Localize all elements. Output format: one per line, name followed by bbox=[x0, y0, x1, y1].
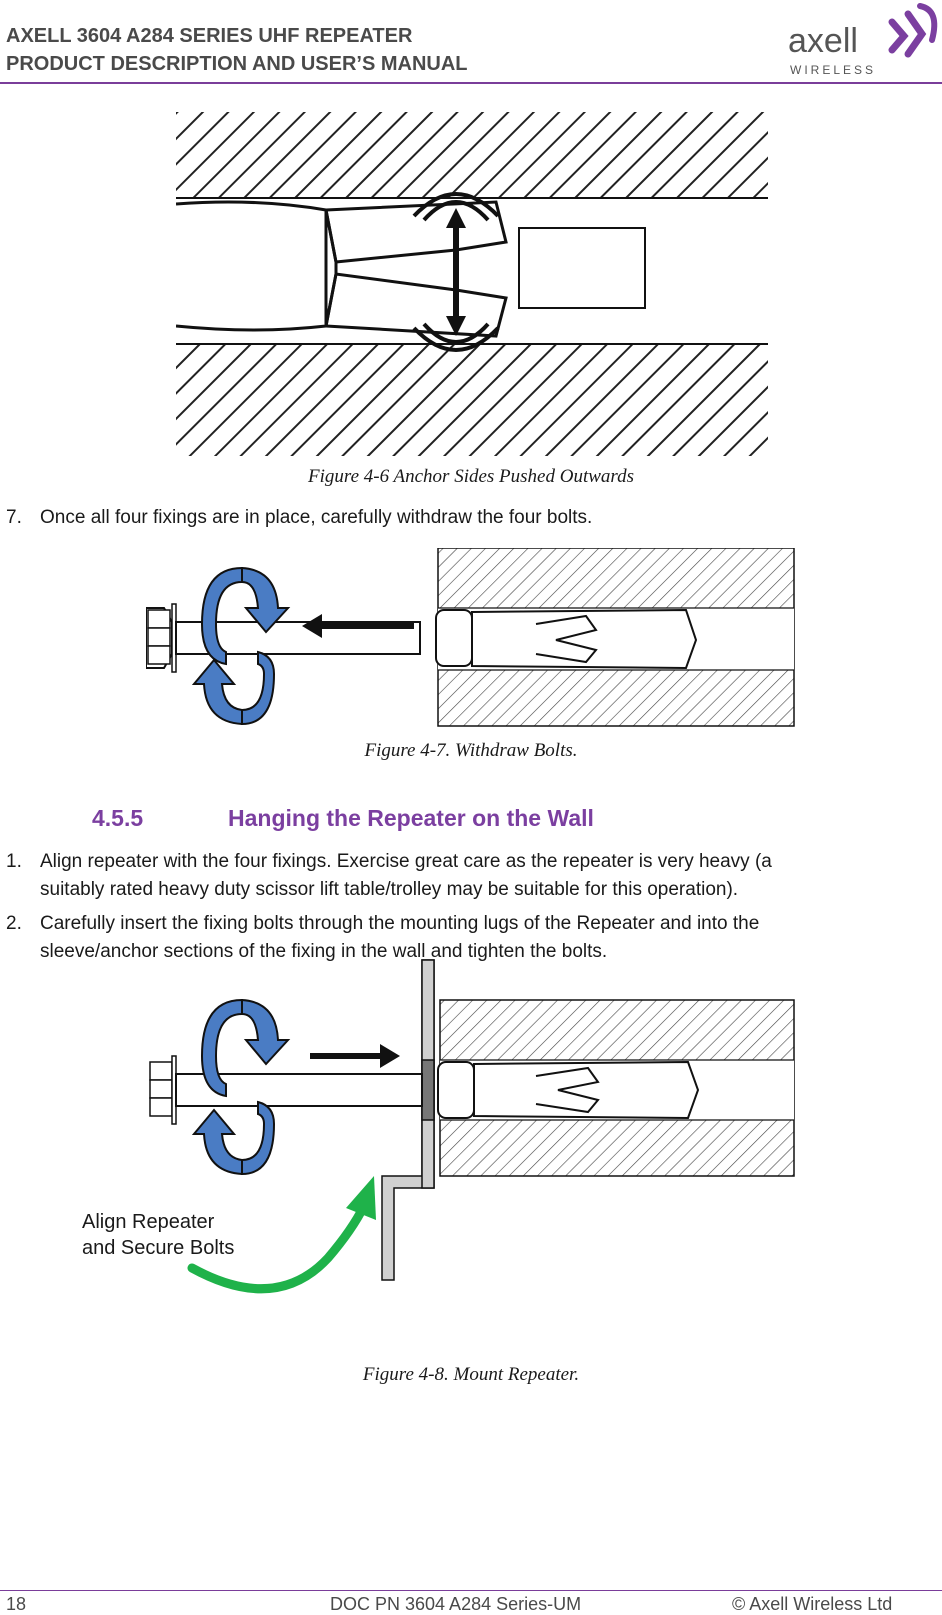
footer-copyright: © Axell Wireless Ltd bbox=[732, 1594, 893, 1614]
figure-4-8-caption: Figure 4-8. Mount Repeater. bbox=[362, 1364, 580, 1385]
figure-4-7-withdraw-bolts bbox=[146, 548, 795, 727]
header-title: AXELL 3604 A284 SERIES UHF REPEATER PROD… bbox=[6, 22, 468, 78]
step-number: 2. bbox=[6, 913, 22, 934]
figure-4-8-mount-repeater: Align Repeater and Secure Bolts bbox=[82, 959, 795, 1294]
header-line-2: PRODUCT DESCRIPTION AND USER’S MANUAL bbox=[6, 53, 468, 75]
figure-4-7-caption: Figure 4-7. Withdraw Bolts. bbox=[364, 740, 578, 761]
step-text-line-2: sleeve/anchor sections of the fixing in … bbox=[40, 941, 608, 962]
step-text: Once all four fixings are in place, care… bbox=[40, 507, 593, 528]
footer-divider bbox=[0, 1590, 942, 1591]
step-1: 1. Align repeater with the four fixings.… bbox=[6, 848, 936, 904]
section-title: Hanging the Repeater on the Wall bbox=[228, 805, 594, 831]
step-7: 7. Once all four fixings are in place, c… bbox=[6, 504, 926, 532]
step-number: 7. bbox=[6, 507, 22, 528]
step-text-line-2: suitably rated heavy duty scissor lift t… bbox=[40, 879, 739, 900]
figure-4-6-anchor-sides bbox=[176, 112, 768, 456]
section-number: 4.5.5 bbox=[92, 805, 144, 831]
footer-doc-number: DOC PN 3604 A284 Series-UM bbox=[330, 1594, 582, 1614]
figure-4-8-label-line-2: and Secure Bolts bbox=[82, 1237, 234, 1259]
figure-4-8-label-line-1: Align Repeater bbox=[82, 1211, 215, 1233]
step-text-line-1: Carefully insert the fixing bolts throug… bbox=[40, 913, 760, 934]
logo-subtext: WIRELESS bbox=[790, 63, 876, 77]
footer-page-number: 18 bbox=[6, 1594, 27, 1614]
header-divider bbox=[0, 82, 942, 84]
axell-logo: axell WIRELESS bbox=[788, 3, 938, 77]
figure-4-6-caption: Figure 4-6 Anchor Sides Pushed Outwards bbox=[308, 466, 634, 487]
step-text-line-1: Align repeater with the four fixings. Ex… bbox=[40, 851, 772, 872]
step-number: 1. bbox=[6, 851, 22, 872]
header-line-1: AXELL 3604 A284 SERIES UHF REPEATER bbox=[6, 25, 413, 47]
logo-text: axell bbox=[788, 22, 858, 60]
step-2: 2. Carefully insert the fixing bolts thr… bbox=[6, 910, 936, 966]
